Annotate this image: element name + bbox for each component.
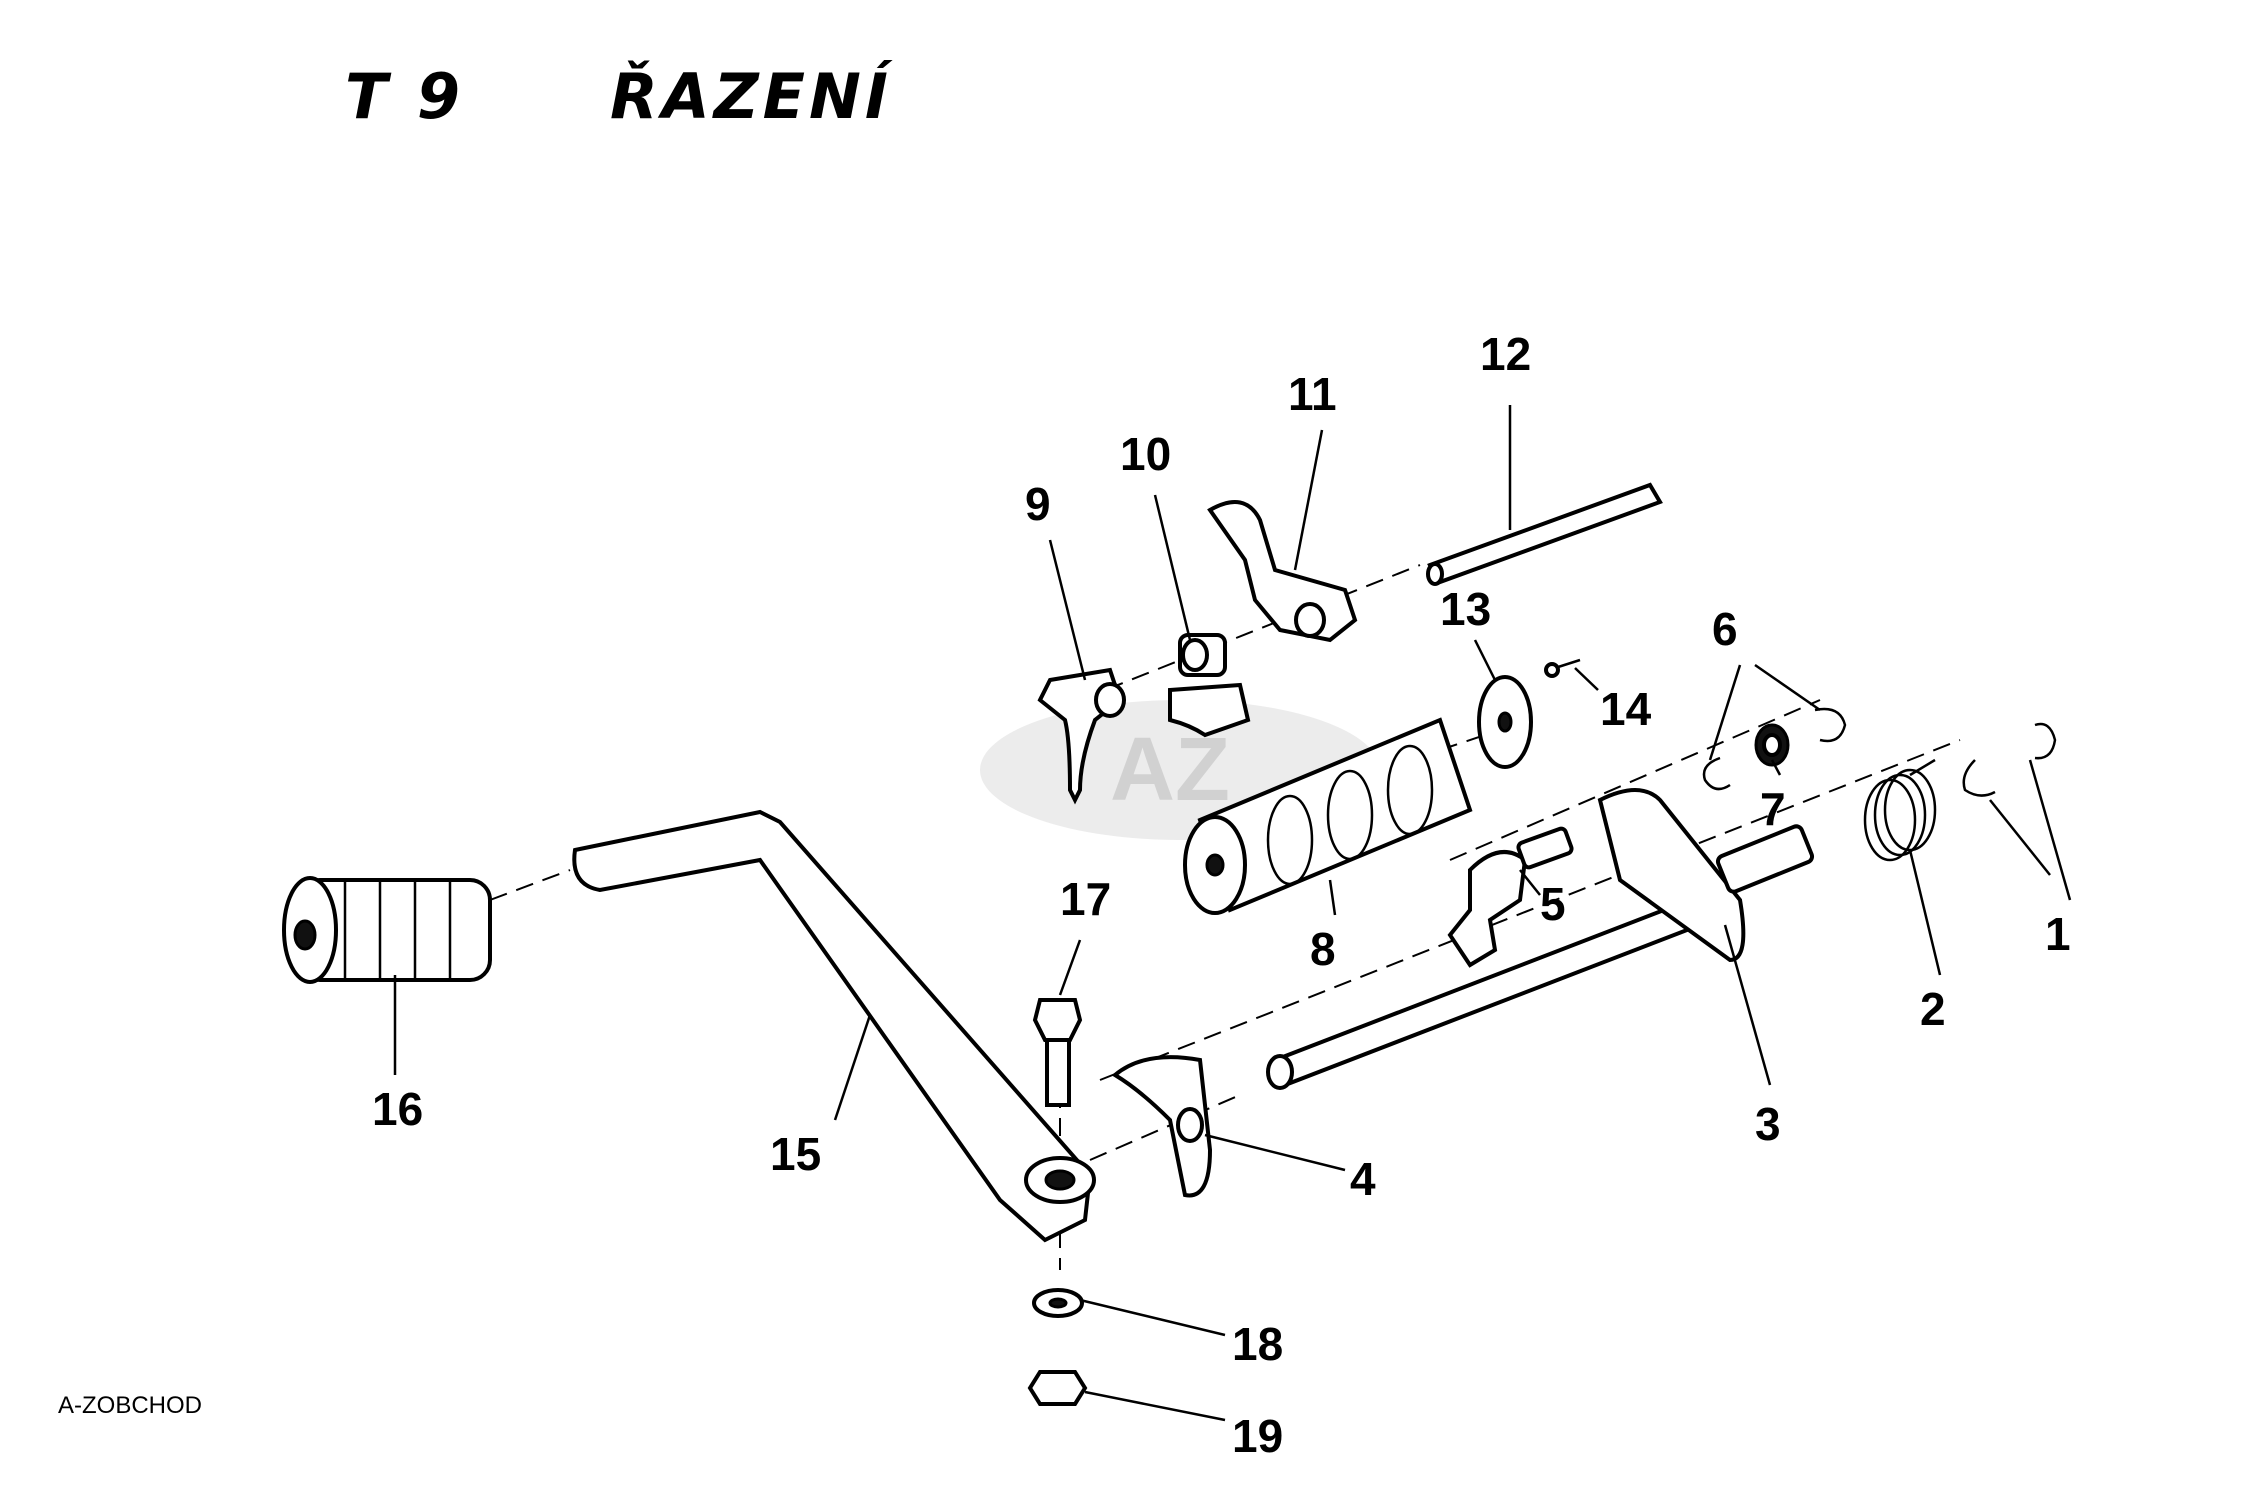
gear-shift-lever — [572, 809, 1096, 1243]
callout-10: 10 — [1120, 428, 1171, 480]
thrust-washer — [1477, 675, 1533, 769]
callout-19: 19 — [1232, 1410, 1283, 1462]
callout-9: 9 — [1025, 478, 1051, 530]
shift-fork-center — [1168, 633, 1251, 738]
callout-2: 2 — [1920, 983, 1946, 1035]
diagram-title: ŘAZENÍ — [610, 60, 892, 133]
callout-13: 13 — [1440, 583, 1491, 635]
callout-12: 12 — [1480, 328, 1531, 380]
callout-18: 18 — [1232, 1318, 1283, 1370]
callout-16: 16 — [372, 1083, 423, 1135]
callout-7: 7 — [1760, 783, 1786, 835]
stopper-plate — [1111, 1055, 1213, 1198]
foot-peg-rubber — [282, 876, 492, 984]
roller-spring — [1754, 723, 1790, 767]
return-spring — [1863, 758, 1937, 862]
callout-17: 17 — [1060, 873, 1111, 925]
clamp-bolt — [1032, 998, 1083, 1107]
callout-5: 5 — [1540, 878, 1566, 930]
callout-4: 4 — [1350, 1153, 1376, 1205]
watermark-text: AZ — [1110, 720, 1230, 820]
shift-shaft — [1266, 788, 1815, 1090]
callout-1: 1 — [2045, 908, 2071, 960]
callout-8: 8 — [1310, 923, 1336, 975]
callout-11: 11 — [1288, 368, 1337, 420]
shift-fork-left — [1037, 667, 1126, 805]
shift-drum — [1183, 717, 1473, 915]
fork-shaft — [1426, 482, 1663, 586]
callout-3: 3 — [1755, 1098, 1781, 1150]
leader-lines — [393, 405, 2072, 1422]
callout-labels: 1 2 3 4 5 6 7 8 9 10 11 12 13 14 15 16 1… — [372, 328, 2071, 1462]
hex-nut — [1027, 1370, 1088, 1406]
footer-source-text: A-ZOBCHOD — [58, 1392, 202, 1419]
guide-pin — [1544, 658, 1581, 678]
diagram-code: T 9 — [345, 60, 465, 133]
circlips-upper — [1702, 707, 1847, 791]
assembly-axes — [489, 564, 1961, 1270]
callout-15: 15 — [770, 1128, 821, 1180]
callout-6: 6 — [1712, 603, 1738, 655]
callout-14: 14 — [1600, 683, 1652, 735]
shift-pawl — [1447, 826, 1574, 968]
shift-fork-right — [1207, 500, 1358, 643]
washer — [1032, 1288, 1084, 1318]
circlips-lower — [1962, 722, 2057, 797]
